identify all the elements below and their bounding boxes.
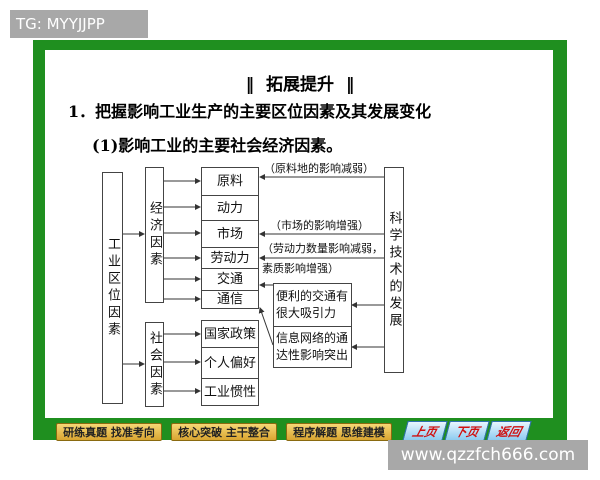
nav-button-exam[interactable]: 研练真题 找准考向 — [56, 423, 162, 441]
info-note-box: 信息网络的通达性影响突出 — [273, 326, 352, 368]
social-factors-box: 社会因素 — [145, 322, 164, 407]
economic-factors-box: 经济因素 — [145, 167, 164, 303]
factor-transport: 交通 — [201, 268, 259, 291]
nav-button-core[interactable]: 核心突破 主干整合 — [171, 423, 277, 441]
root-factor-box: 工业区位因素 — [102, 172, 123, 404]
factor-market: 市场 — [201, 220, 259, 248]
next-page-button[interactable]: 下页 — [444, 421, 490, 441]
note-market: （市场的影响增强） — [270, 219, 369, 232]
factor-raw-material: 原料 — [201, 167, 259, 196]
factor-labor: 劳动力 — [201, 247, 259, 269]
note-labor-2: 素质影响增强） — [262, 262, 339, 275]
factor-power: 动力 — [201, 195, 259, 221]
factor-communication: 通信 — [201, 290, 259, 309]
factor-inertia: 工业惯性 — [201, 378, 259, 406]
transport-note-box: 便利的交通有很大吸引力 — [273, 283, 352, 327]
watermark-bottom: www.qzzfch666.com — [388, 440, 588, 470]
note-labor-1: （劳动力数量影响减弱， — [262, 242, 383, 255]
section-title: ‖ 拓展提升 ‖ — [245, 75, 355, 95]
watermark-top: TG: MYYJJPP — [10, 10, 148, 38]
note-raw-material: （原料地的影响减弱） — [264, 162, 374, 175]
subheading: (1)影响工业的主要社会经济因素。 — [92, 136, 343, 155]
tech-development-box: 科学技术的发展 — [384, 167, 404, 373]
factor-policy: 国家政策 — [201, 320, 259, 348]
nav-button-method[interactable]: 程序解题 思维建模 — [286, 423, 392, 441]
prev-page-button[interactable]: 上页 — [402, 421, 448, 441]
return-button[interactable]: 返回 — [486, 421, 532, 441]
factor-preference: 个人偏好 — [201, 347, 259, 379]
heading: 1．把握影响工业生产的主要区位因素及其发展变化 — [68, 102, 432, 121]
